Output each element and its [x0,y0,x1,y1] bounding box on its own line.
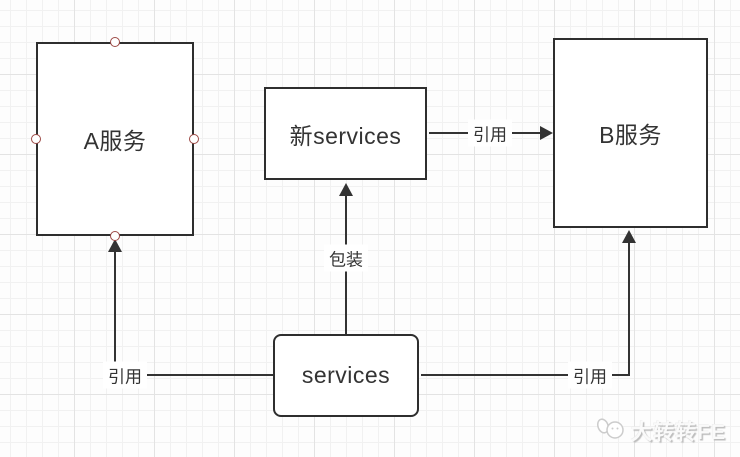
edge-services-to-a-arrowhead-icon [108,239,122,252]
connection-handle-top[interactable] [110,37,120,47]
edge-new-to-b-arrowhead-icon [540,126,553,140]
node-new-services-label: 新services [289,122,402,149]
connection-handle-bottom[interactable] [110,231,120,241]
node-a-service[interactable]: A服务 [36,42,194,236]
edge-services-to-new-label[interactable]: 包装 [324,244,368,272]
connection-handle-left[interactable] [31,134,41,144]
edge-services-to-a-line-horizontal[interactable] [114,374,273,376]
node-services[interactable]: services [273,334,419,417]
watermark: 大转转FE [596,416,726,446]
connection-handle-right[interactable] [189,134,199,144]
node-b-service[interactable]: B服务 [553,38,708,228]
node-new-services[interactable]: 新services [264,87,427,180]
watermark-text: 大转转FE [631,421,726,444]
node-services-label: services [301,362,391,388]
edge-services-to-b-label[interactable]: 引用 [568,361,612,389]
node-b-service-label: B服务 [599,122,662,148]
edge-services-to-b-line-vertical[interactable] [628,242,630,376]
edge-new-to-b-label[interactable]: 引用 [468,119,512,147]
edge-services-to-a-line-vertical[interactable] [114,251,116,376]
edge-services-to-b-line-horizontal[interactable] [421,374,630,376]
watermark-logo-icon [596,417,626,446]
edge-services-to-new-arrowhead-icon [339,183,353,196]
edge-services-to-a-label[interactable]: 引用 [103,361,147,389]
edge-services-to-b-arrowhead-icon [622,230,636,243]
node-a-service-label: A服务 [83,128,147,154]
